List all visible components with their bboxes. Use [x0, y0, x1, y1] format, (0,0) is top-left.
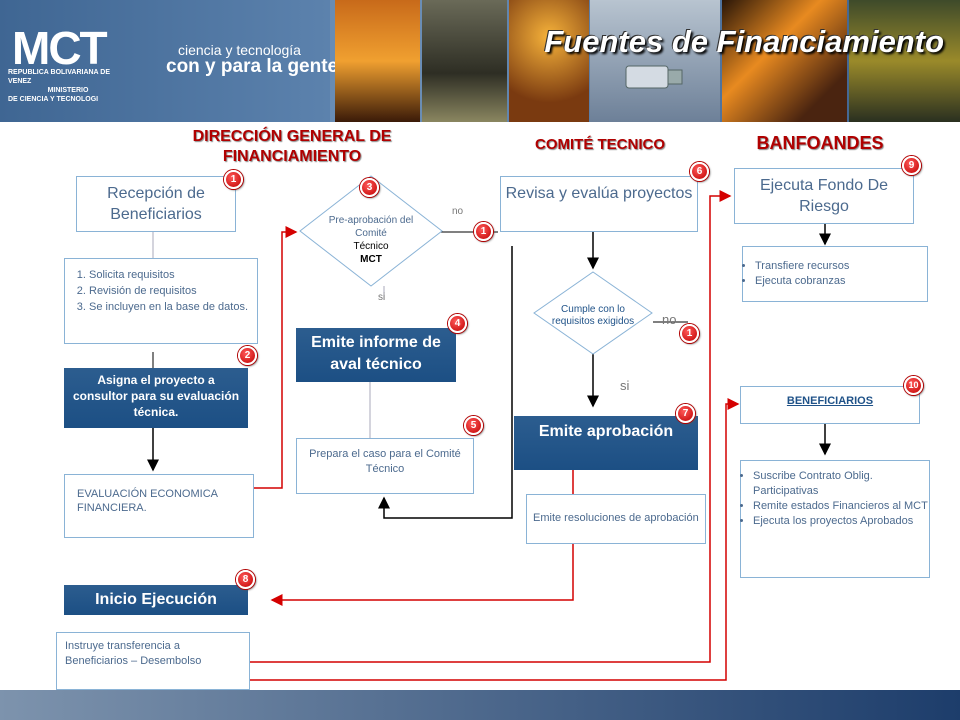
slogan-line-2: con y para la gente — [166, 56, 339, 77]
evaluacion-document: EVALUACIÓN ECONOMICA FINANCIERA. — [64, 474, 254, 538]
label-si: si — [378, 292, 386, 303]
requisito-item: Se incluyen en la base de datos. — [89, 299, 257, 315]
suscribe-document: Suscribe Contrato Oblig. Participativas … — [740, 460, 930, 578]
preaprobacion-line: Pre-aprobación del Comité — [328, 215, 414, 239]
logo-caption-line: DE CIENCIA Y TECNOLOGI — [8, 96, 99, 103]
step-badge-3: 3 — [360, 178, 379, 197]
cumple-text: Cumple con lo requisitos exigidos — [551, 304, 635, 327]
logo-caption-line: MINISTERIO — [47, 87, 89, 94]
suscribe-item: Suscribe Contrato Oblig. Participativas — [753, 469, 929, 499]
logo-caption: REPUBLICA BOLIVARIANA DE VENEZ MINISTERI… — [8, 68, 128, 104]
step-badge-5: 5 — [464, 416, 483, 435]
label-no: no — [662, 312, 677, 327]
slogan-line-1: ciencia y tecnología — [178, 42, 301, 58]
page-title: Fuentes de Financiamiento — [544, 24, 944, 59]
requisitos-document: Solicita requisitos Revisión de requisit… — [64, 258, 258, 344]
step-badge-8: 8 — [236, 570, 255, 589]
transfiere-item: Transfiere recursos — [755, 259, 927, 274]
emite-informe-box: Emite informe de aval técnico — [296, 328, 456, 382]
svg-text:MCT: MCT — [12, 22, 108, 68]
step-badge-10: 10 — [904, 376, 923, 395]
preaprobacion-text: Pre-aprobación del Comité Técnico MCT — [316, 214, 426, 266]
logo-caption-line: REPUBLICA BOLIVARIANA DE VENEZ — [8, 69, 111, 85]
suscribe-item: Ejecuta los proyectos Aprobados — [753, 514, 929, 529]
step-badge-9: 9 — [902, 156, 921, 175]
emite-aprobacion-box: Emite aprobación — [514, 416, 698, 470]
step-badge-1-preaprobacion: 1 — [474, 222, 493, 241]
preaprobacion-line: MCT — [360, 254, 382, 265]
step-badge-1: 1 — [224, 170, 243, 189]
photo-robot-arm — [849, 0, 960, 122]
section-title-direccion: DIRECCIÓN GENERAL DE FINANCIAMIENTO — [192, 128, 392, 165]
label-no: no — [452, 206, 464, 217]
ejecuta-fondo-box: Ejecuta Fondo De Riesgo — [734, 168, 914, 224]
photo-usb-device — [509, 0, 589, 122]
footer-bar — [0, 690, 960, 720]
revisa-box: Revisa y evalúa proyectos — [500, 176, 698, 232]
inicio-ejecucion-box: Inicio Ejecución — [64, 585, 248, 615]
photo-sparks — [722, 0, 847, 122]
beneficiarios-box: BENEFICIARIOS — [740, 386, 920, 424]
asigna-box: Asigna el proyecto a consultor para su e… — [64, 368, 248, 428]
section-title-comite: COMITÉ TECNICO — [535, 136, 665, 153]
cumple-diamond — [533, 271, 653, 355]
usb-icon — [625, 65, 683, 89]
suscribe-item: Remite estados Financieros al MCT — [753, 499, 929, 514]
step-badge-1-cumple: 1 — [680, 324, 699, 343]
transfiere-item: Ejecuta cobranzas — [755, 274, 927, 289]
requisito-item: Revisión de requisitos — [89, 283, 257, 299]
requisito-item: Solicita requisitos — [89, 267, 257, 283]
preaprobacion-diamond — [299, 175, 443, 287]
label-si: si — [620, 378, 630, 393]
instruye-document: Instruye transferencia a Beneficiarios –… — [56, 632, 250, 690]
preaprobacion-line: Técnico — [353, 241, 389, 252]
step-badge-7: 7 — [676, 404, 695, 423]
photo-usb-device — [590, 0, 720, 122]
section-title-banfoandes: BANFOANDES — [756, 133, 884, 153]
emite-resoluciones-document: Emite resoluciones de aprobación — [526, 494, 706, 544]
step-badge-6: 6 — [690, 162, 709, 181]
logo-area — [0, 0, 330, 122]
photo-machinery — [422, 0, 507, 122]
transfiere-document: Transfiere recursos Ejecuta cobranzas — [742, 246, 928, 302]
step-badge-2: 2 — [238, 346, 257, 365]
step-badge-4: 4 — [448, 314, 467, 333]
mct-logo: MCT — [12, 22, 110, 68]
photo-oil-rig — [335, 0, 420, 122]
recepcion-box: Recepción de Beneficiarios — [76, 176, 236, 232]
prepara-document: Prepara el caso para el Comité Técnico — [296, 438, 474, 494]
